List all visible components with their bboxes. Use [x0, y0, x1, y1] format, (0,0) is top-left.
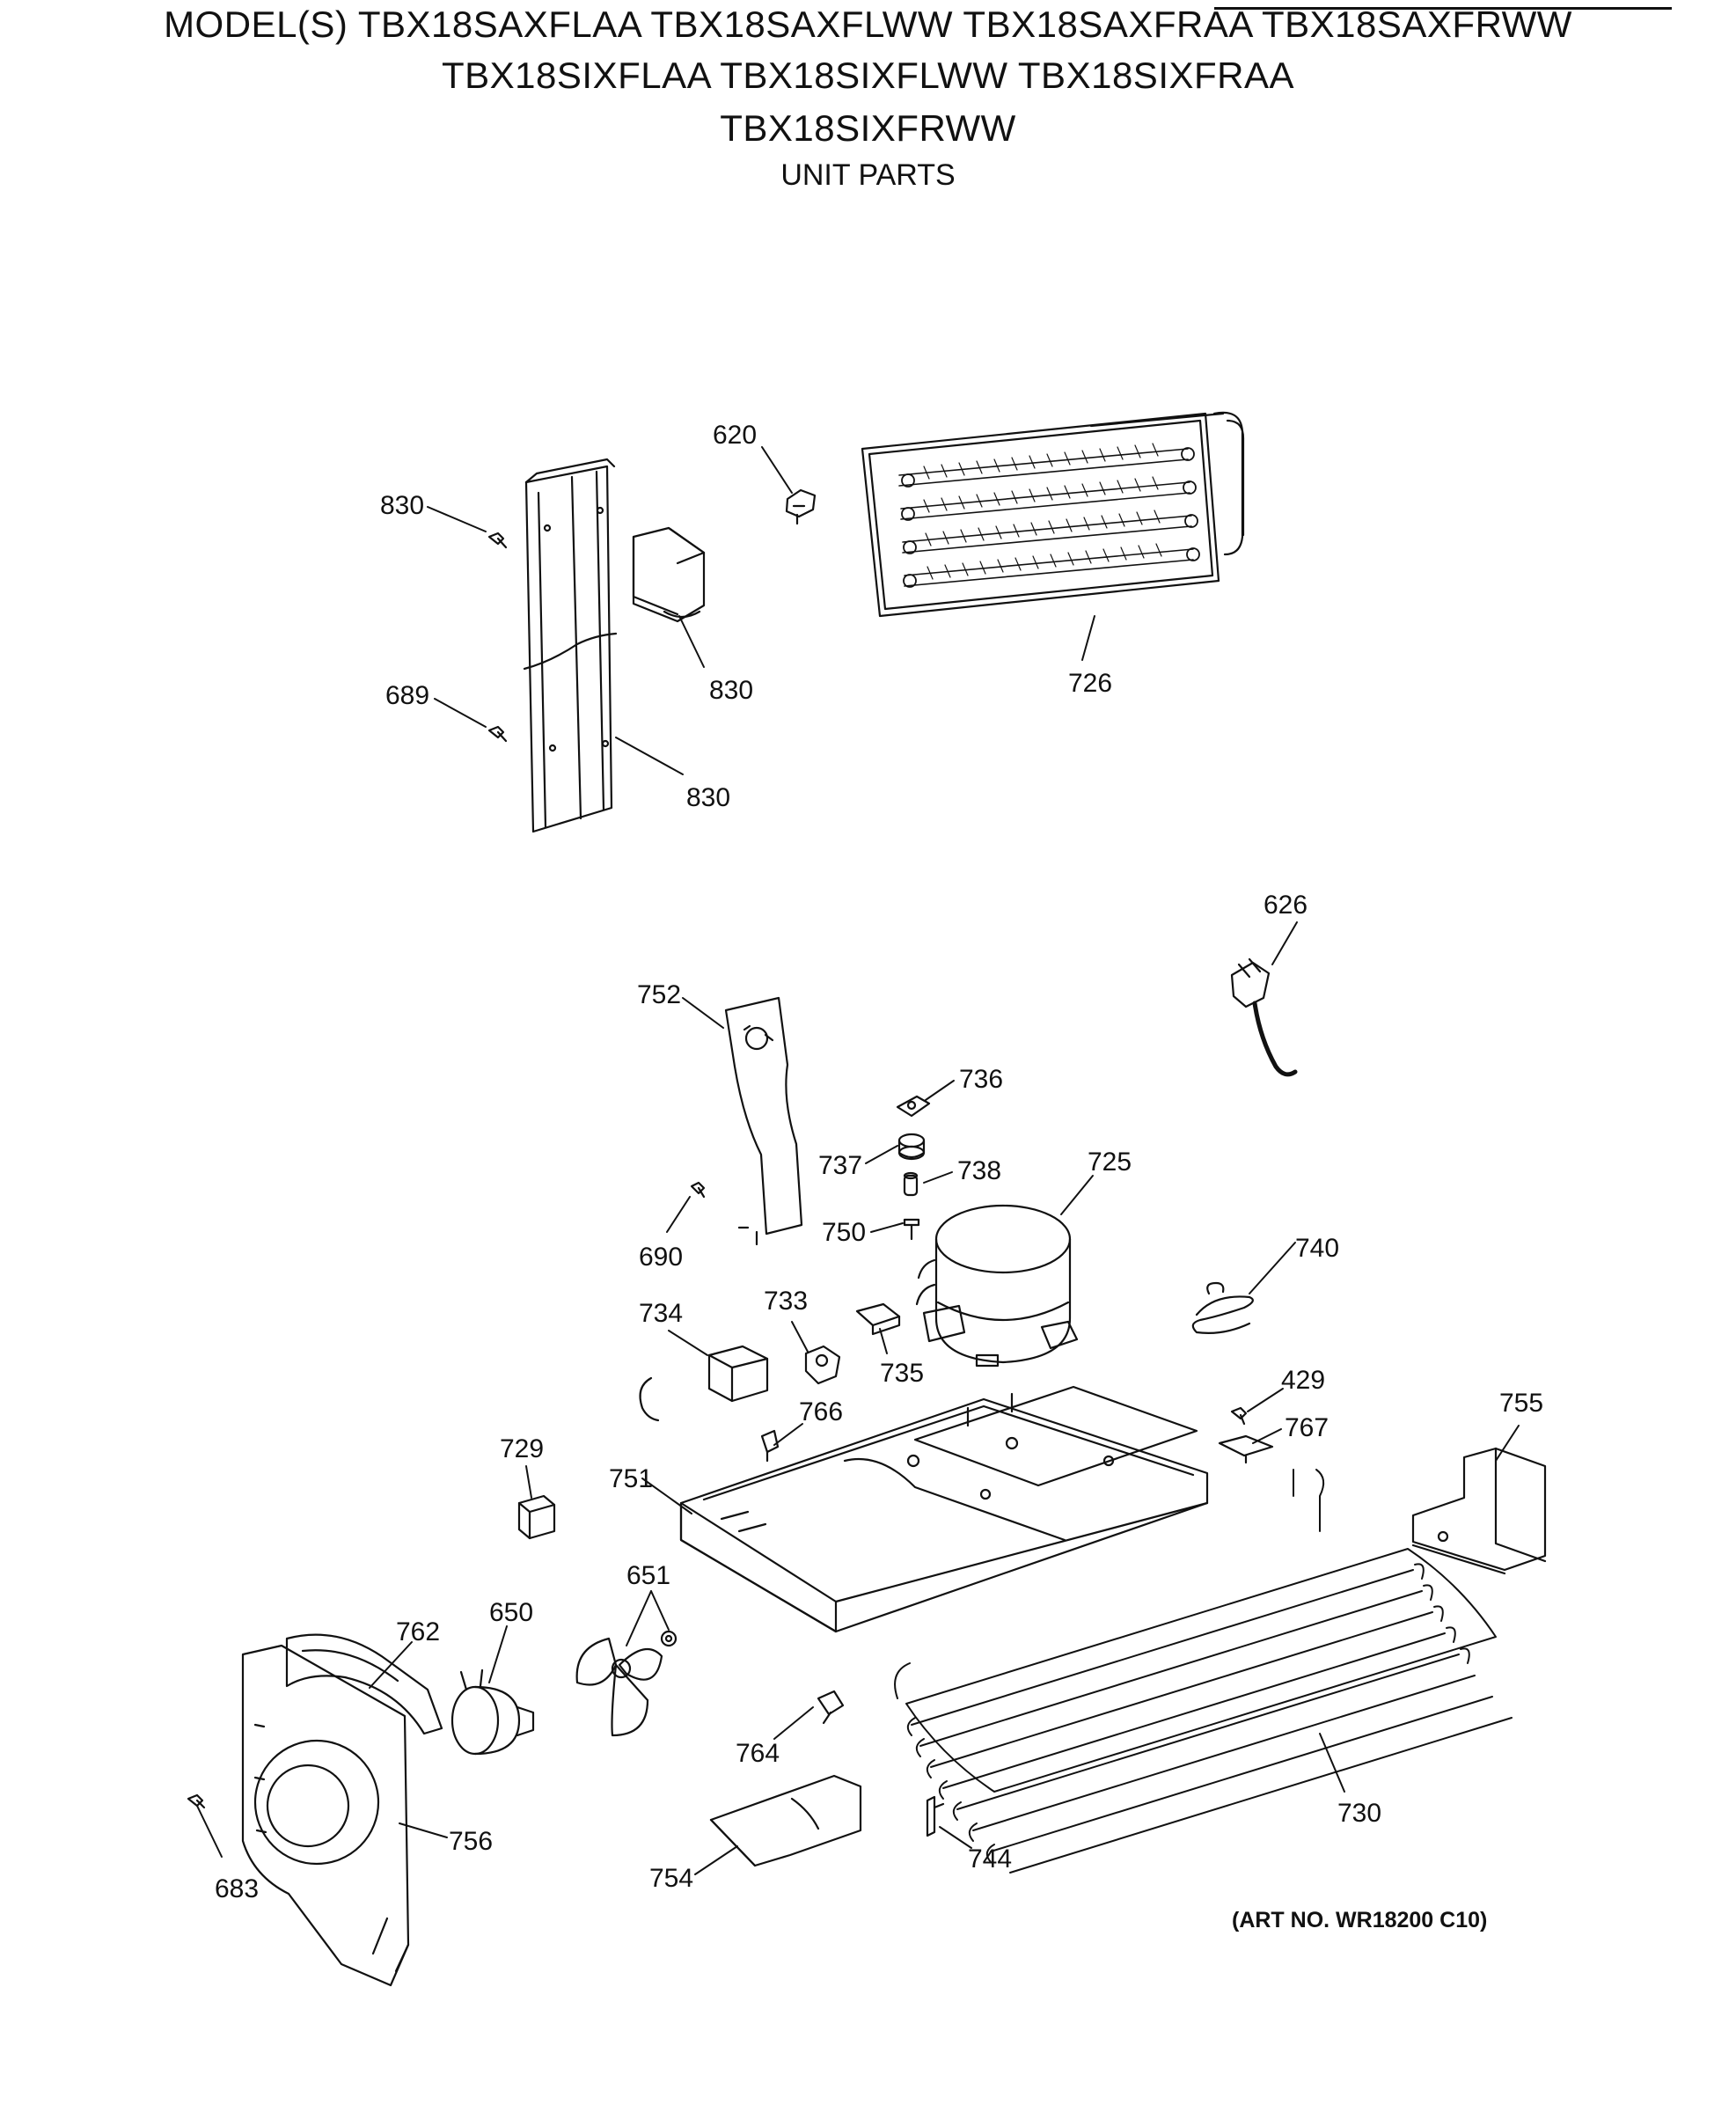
callout-729: 729 — [500, 1434, 544, 1463]
header-rule — [1214, 7, 1672, 10]
control-housing-830 — [632, 526, 706, 623]
callout-766: 766 — [799, 1397, 843, 1426]
nut-651 — [660, 1630, 678, 1647]
power-cord-626 — [1230, 957, 1298, 1077]
bracket-735 — [855, 1302, 901, 1336]
callout-733: 733 — [764, 1287, 808, 1316]
bolt-750 — [903, 1218, 920, 1241]
callout-751: 751 — [609, 1464, 653, 1493]
callout-830-screw: 830 — [380, 491, 424, 520]
art-number: (ART NO. WR18200 C10) — [1232, 1908, 1488, 1932]
callout-744: 744 — [968, 1844, 1012, 1874]
callout-730: 730 — [1337, 1799, 1381, 1828]
callout-735: 735 — [880, 1359, 924, 1388]
sleeve-738 — [903, 1171, 919, 1197]
model-list-line-1: MODEL(S) TBX18SAXFLAA TBX18SAXFLWW TBX18… — [164, 4, 1572, 45]
overload-wire-740 — [1191, 1281, 1254, 1334]
callout-752: 752 — [637, 980, 681, 1009]
callout-740: 740 — [1295, 1234, 1339, 1263]
callout-755: 755 — [1499, 1389, 1543, 1418]
callout-737: 737 — [818, 1151, 862, 1180]
callout-738: 738 — [957, 1156, 1001, 1185]
channel-bracket-830 — [523, 458, 618, 833]
callout-labels: 620 830 830 830 689 726 626 752 736 737 … — [215, 421, 1543, 1903]
callout-689: 689 — [385, 681, 429, 710]
model-list-line-3: TBX18SIXFRWW — [720, 107, 1016, 149]
fan-motor-650 — [450, 1668, 535, 1756]
clip-767 — [1218, 1434, 1274, 1464]
clip-744 — [926, 1795, 945, 1837]
clip-766 — [760, 1429, 780, 1463]
compressor-bracket-752 — [724, 996, 803, 1246]
capacitor-729 — [517, 1494, 556, 1540]
evaporator-726 — [861, 411, 1245, 618]
callout-690: 690 — [639, 1243, 683, 1272]
model-list-line-2: TBX18SIXFLAA TBX18SIXFLWW TBX18SIXFRAA — [441, 55, 1295, 96]
callout-651: 651 — [626, 1561, 670, 1590]
callout-830-channel: 830 — [686, 783, 730, 812]
condenser-coil-730 — [894, 1469, 1513, 1874]
screw-690 — [690, 1181, 706, 1199]
callout-626: 626 — [1264, 891, 1307, 920]
relay-734 — [639, 1345, 769, 1422]
compressor-725 — [915, 1204, 1079, 1368]
defrost-clip-620 — [785, 488, 817, 525]
fan-shroud-756 — [241, 1644, 410, 1987]
callout-726: 726 — [1068, 669, 1112, 698]
callout-734: 734 — [639, 1299, 683, 1328]
callout-725: 725 — [1088, 1148, 1132, 1177]
screw-429 — [1230, 1406, 1248, 1426]
diagram-header: MODEL(S) TBX18SAXFLAA TBX18SAXFLWW TBX18… — [0, 0, 1736, 211]
callout-762: 762 — [396, 1617, 440, 1646]
callout-754: 754 — [649, 1864, 693, 1893]
callout-756: 756 — [449, 1827, 493, 1856]
callout-620: 620 — [713, 421, 757, 450]
callout-764: 764 — [736, 1739, 780, 1768]
drain-pan-754 — [709, 1774, 862, 1867]
callout-429: 429 — [1281, 1366, 1325, 1395]
callout-830-housing: 830 — [709, 676, 753, 705]
callout-736: 736 — [959, 1065, 1003, 1094]
grommet-clip-736 — [896, 1095, 931, 1118]
screw-683 — [187, 1793, 206, 1809]
screw-689 — [487, 725, 508, 743]
callout-767: 767 — [1285, 1413, 1329, 1442]
fan-blade-651 — [575, 1637, 663, 1737]
grommet-737 — [897, 1133, 926, 1161]
baffle-762 — [285, 1633, 443, 1735]
callout-750: 750 — [822, 1218, 866, 1247]
support-755 — [1411, 1447, 1547, 1575]
callout-650: 650 — [489, 1598, 533, 1627]
callout-683: 683 — [215, 1874, 259, 1903]
overload-733 — [804, 1345, 841, 1385]
section-title: UNIT PARTS — [780, 158, 956, 192]
screw-830-small — [487, 532, 508, 549]
leader-lines — [196, 446, 1520, 1875]
clip-764 — [817, 1690, 845, 1725]
base-pan-751 — [679, 1385, 1209, 1633]
